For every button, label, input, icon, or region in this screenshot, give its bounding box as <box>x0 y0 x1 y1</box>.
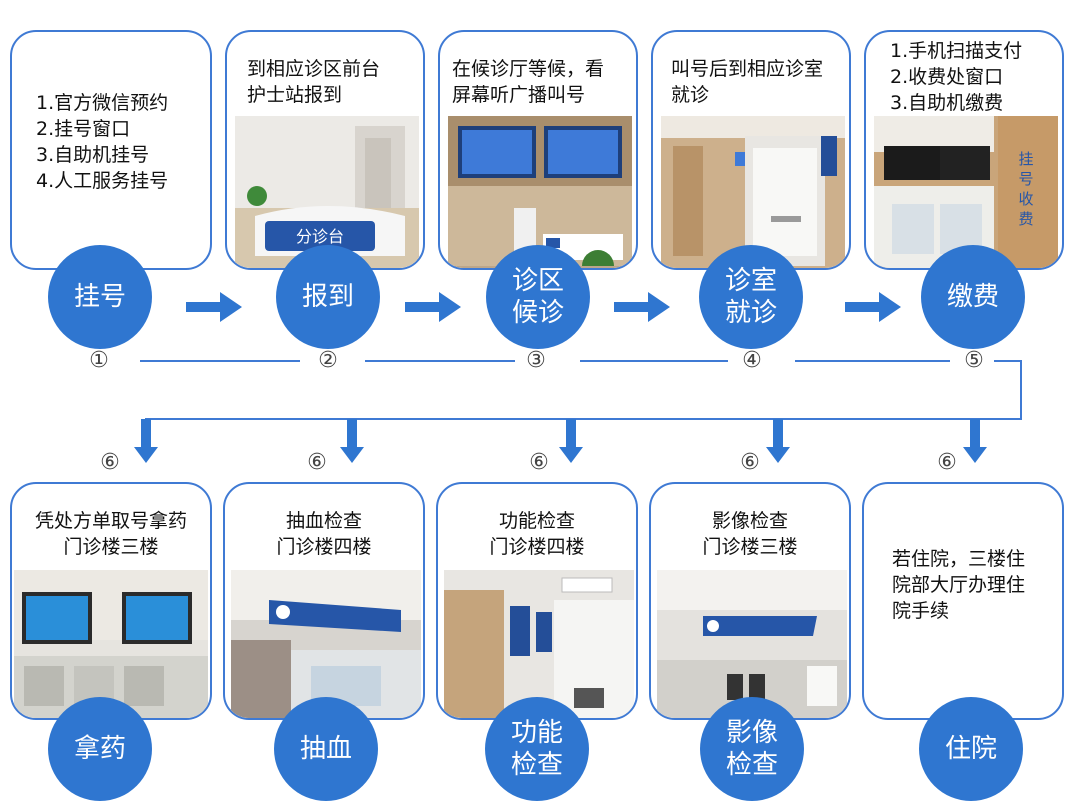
step-number: ⑥ <box>100 450 120 475</box>
arrow-down-icon <box>340 419 364 463</box>
step-number: ⑥ <box>307 450 327 475</box>
cashier-image: 挂号收费 <box>874 116 1058 268</box>
step-blood: 抽血 <box>274 697 378 801</box>
step-number: ⑥ <box>740 450 760 475</box>
card-payment-text: 1.手机扫描支付 2.收费处窗口 3.自助机缴费 <box>890 40 1023 114</box>
waiting-photo <box>448 116 632 268</box>
card-function-text: 功能检查 门诊楼四楼 <box>489 510 585 558</box>
card-consultation-text: 叫号后到相应诊室 就诊 <box>671 58 824 106</box>
step-hospitalization: 住院 <box>919 697 1023 801</box>
step-function: 功能 检查 <box>485 697 589 801</box>
connector-line <box>1020 360 1022 420</box>
step-pharmacy: 拿药 <box>48 697 152 801</box>
connector-line <box>795 360 950 362</box>
step-consultation: 诊室 就诊 <box>699 245 803 349</box>
arrow-down-icon <box>766 419 790 463</box>
arrow-down-icon <box>134 419 158 463</box>
card-waiting-text: 在候诊厅等候，看 屏幕听广播叫号 <box>452 58 605 106</box>
arrow-right-icon <box>614 292 670 322</box>
card-payment: 1.手机扫描支付 2.收费处窗口 3.自助机缴费 挂号收费 <box>864 30 1064 270</box>
consultation-photo <box>661 116 845 268</box>
card-imaging: 影像检查 门诊楼三楼 <box>649 482 851 720</box>
step-imaging: 影像 检查 <box>700 697 804 801</box>
card-consultation: 叫号后到相应诊室 就诊 <box>651 30 851 270</box>
step-registration: 挂号 <box>48 245 152 349</box>
function-photo <box>444 570 634 718</box>
step-waiting: 诊区 候诊 <box>486 245 590 349</box>
connector-line <box>365 360 515 362</box>
arrow-right-icon <box>186 292 242 322</box>
card-hospitalization-text: 若住院，三楼住 院部大厅办理住 院手续 <box>892 548 1026 622</box>
step-payment: 缴费 <box>921 245 1025 349</box>
waiting-hall-image <box>448 116 632 268</box>
connector-line <box>145 418 1022 420</box>
pharmacy-image <box>14 570 208 718</box>
card-checkin: 到相应诊区前台 护士站报到 分诊台 <box>225 30 425 270</box>
card-registration: 1.官方微信预约 2.挂号窗口 3.自助机挂号 4.人工服务挂号 <box>10 30 212 270</box>
step-number: ⑥ <box>529 450 549 475</box>
card-blood: 抽血检查 门诊楼四楼 <box>223 482 425 720</box>
step-number: ⑥ <box>937 450 957 475</box>
arrow-down-icon <box>963 419 987 463</box>
card-waiting: 在候诊厅等候，看 屏幕听广播叫号 <box>438 30 638 270</box>
function-room-image <box>444 570 634 718</box>
connector-line <box>140 360 300 362</box>
connector-line <box>994 360 1022 362</box>
arrow-right-icon <box>405 292 461 322</box>
step-number: ③ <box>526 348 546 373</box>
step-number: ② <box>318 348 338 373</box>
card-imaging-text: 影像检查 门诊楼三楼 <box>702 510 798 558</box>
card-pharmacy-text: 凭处方单取号拿药 门诊楼三楼 <box>34 510 187 558</box>
triage-desk-sign: 分诊台 <box>296 227 344 246</box>
step-number: ④ <box>742 348 762 373</box>
card-hospitalization: 若住院，三楼住 院部大厅办理住 院手续 <box>862 482 1064 720</box>
card-blood-text: 抽血检查 门诊楼四楼 <box>276 510 372 558</box>
payment-photo: 挂号收费 <box>874 116 1058 268</box>
connector-line <box>580 360 728 362</box>
arrow-right-icon <box>845 292 901 322</box>
card-registration-text: 1.官方微信预约 2.挂号窗口 3.自助机挂号 4.人工服务挂号 <box>36 92 169 192</box>
card-function: 功能检查 门诊楼四楼 <box>436 482 638 720</box>
step-number: ① <box>89 348 109 373</box>
step-number: ⑤ <box>964 348 984 373</box>
step-checkin: 报到 <box>276 245 380 349</box>
pharmacy-photo <box>14 570 208 718</box>
card-checkin-text: 到相应诊区前台 护士站报到 <box>247 58 381 106</box>
card-pharmacy: 凭处方单取号拿药 门诊楼三楼 <box>10 482 212 720</box>
consult-room-image <box>661 116 845 268</box>
arrow-down-icon <box>559 419 583 463</box>
cashier-sign: 挂号收费 <box>1018 150 1033 228</box>
